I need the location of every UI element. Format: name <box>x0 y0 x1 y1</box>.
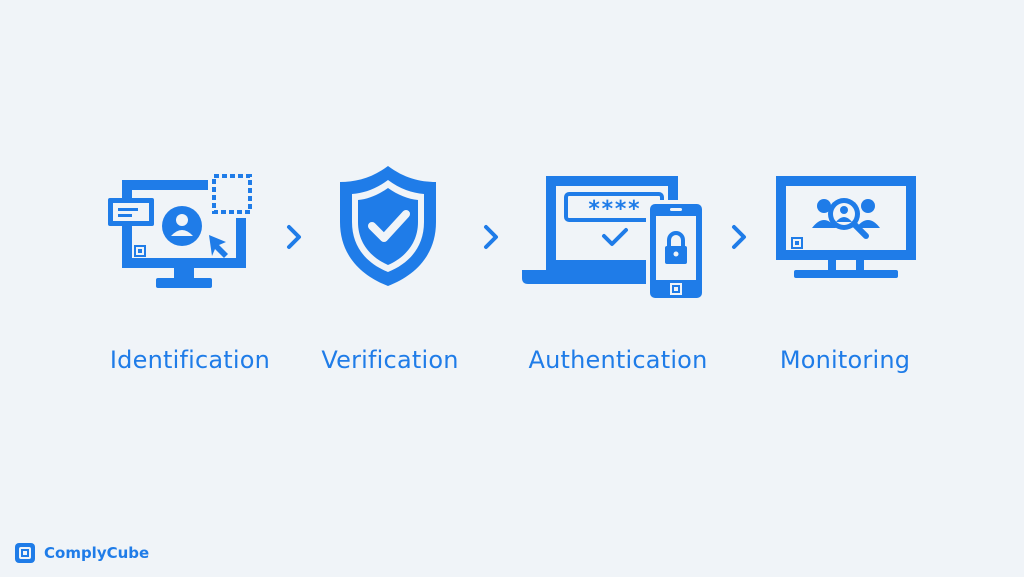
monitor-users-search-icon <box>776 176 916 278</box>
svg-text:****: **** <box>588 197 641 222</box>
laptop-phone-lock-icon: **** <box>522 176 706 300</box>
brand-name: ComplyCube <box>44 544 150 562</box>
chevron-right-icon <box>287 225 301 249</box>
shield-check-icon <box>340 166 436 286</box>
step-label-identification: Identification <box>109 346 271 374</box>
identification-monitor-icon <box>108 172 254 288</box>
chevron-right-icon <box>732 225 746 249</box>
brand-logo: ComplyCube <box>14 540 149 566</box>
complycube-logo-icon <box>15 543 35 563</box>
step-label-authentication: Authentication <box>528 346 708 374</box>
step-label-verification: Verification <box>321 346 459 374</box>
step-label-monitoring: Monitoring <box>779 346 911 374</box>
chevron-right-icon <box>484 225 498 249</box>
